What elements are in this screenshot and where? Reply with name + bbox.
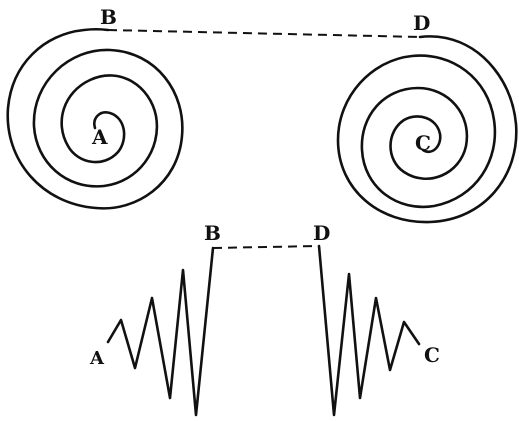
zigzag-right [317,244,421,417]
label-b-zigzag: B [204,221,221,245]
label-b-spiral: B [100,5,117,29]
spiral-left [6,27,184,210]
label-c-zigzag: C [424,343,440,367]
zigzag-left [106,246,215,417]
label-a-zigzag: A [89,348,105,369]
label-d-zigzag: D [313,221,330,245]
label-c-spiral: C [415,131,431,155]
top-dashed-connector [107,29,421,38]
spiral-left-path [6,27,184,210]
zigzag-left-path [106,246,215,417]
bottom-dashed-connector [212,245,320,249]
spiral-right [336,35,518,224]
spiral-right-path [336,35,518,224]
label-a-spiral: A [91,125,108,149]
label-d-spiral: D [413,11,430,35]
zigzag-right-path [317,244,421,417]
